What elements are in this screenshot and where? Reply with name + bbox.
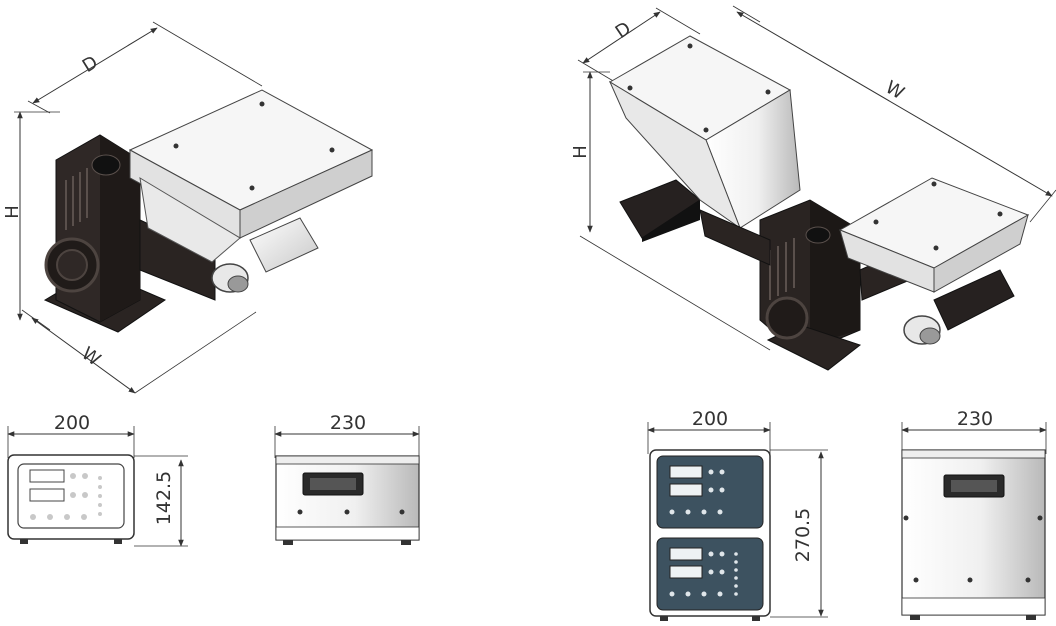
dim-line-width xyxy=(31,317,136,394)
dim-label-front-height: 270.5 xyxy=(792,508,814,562)
dim-label-front-height: 142.5 xyxy=(153,471,175,525)
iso-dual-unit: D W H xyxy=(570,5,1056,371)
dual-side-view: 230 xyxy=(901,408,1047,620)
dim-label-front-width: 200 xyxy=(692,408,728,430)
dim-label-side-width: 230 xyxy=(957,408,993,430)
dim-label-depth: D xyxy=(612,18,635,43)
dim-label-height: H xyxy=(570,145,591,159)
side-housing xyxy=(275,455,420,541)
dim-line-width xyxy=(736,11,1053,197)
dim-line-depth xyxy=(582,11,661,64)
single-front-view: 200 142.5 xyxy=(7,412,188,547)
dual-front-view: 200 270.5 xyxy=(647,408,828,621)
dim-label-front-width: 200 xyxy=(54,412,90,434)
dim-label-height: H xyxy=(2,205,23,219)
dim-label-width: W xyxy=(78,343,105,371)
single-side-view: 230 xyxy=(274,412,420,545)
dim-label-width: W xyxy=(882,77,908,104)
iso-single-unit: D H W xyxy=(2,21,374,394)
dim-label-side-width: 230 xyxy=(330,412,366,434)
dim-line-depth xyxy=(32,27,158,104)
